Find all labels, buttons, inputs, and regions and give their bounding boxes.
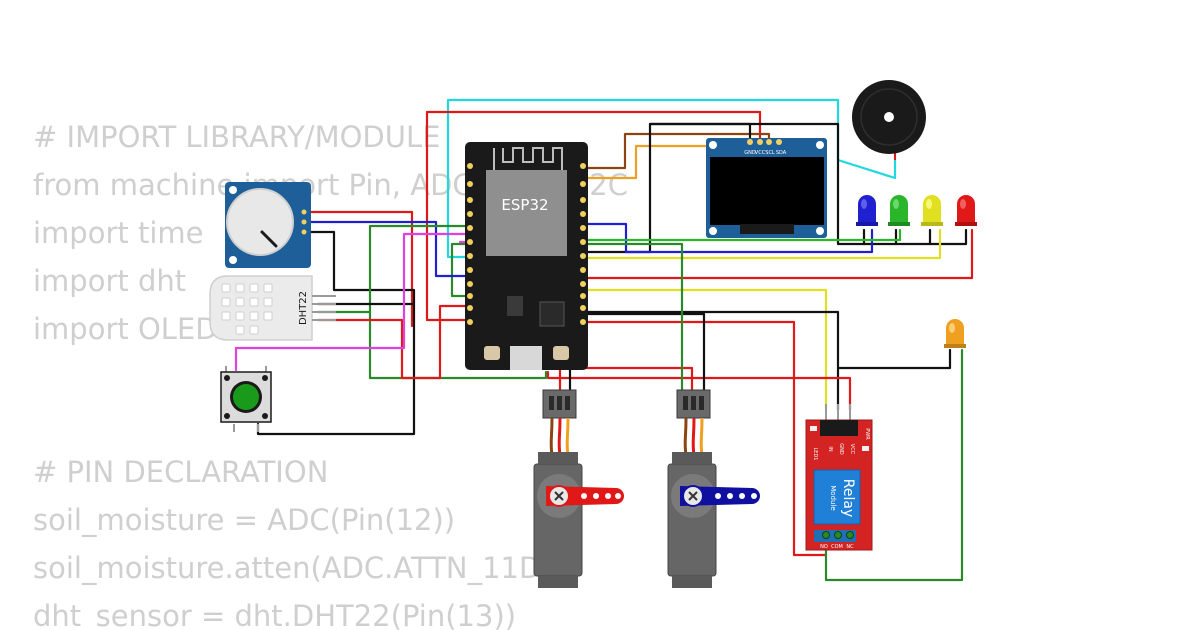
wire-magenta-button[interactable] (234, 232, 472, 372)
oled-pin-label: SCL (765, 150, 775, 156)
wire-black-led-gnd[interactable] (648, 122, 968, 246)
wire-green-dht[interactable] (316, 224, 472, 314)
wire-brown-scl[interactable] (581, 132, 771, 170)
code-line: dht_sensor = dht.DHT22(Pin(13)) (33, 599, 517, 630)
wire-black-amber-led[interactable] (836, 348, 952, 370)
wire-green-dht-loop (368, 310, 548, 380)
oled-display: GND VCC SCL SDA (706, 138, 827, 238)
wire-green-servo2[interactable] (450, 242, 684, 392)
oled-pin-label: GND (744, 150, 756, 156)
relay-pin-label: IN (827, 446, 833, 451)
dht22-label: DHT22 (298, 291, 309, 325)
led-red (955, 195, 977, 226)
led-amber (944, 319, 966, 348)
relay-subtitle: Module (829, 485, 837, 510)
wire-cyan[interactable] (446, 98, 897, 259)
wire-black-led-gnd-taps (862, 228, 932, 246)
relay-led-label: LED1 (812, 448, 818, 461)
code-line: # IMPORT LIBRARY/MODULE (33, 120, 441, 154)
dht22-sensor[interactable]: DHT22 (209, 275, 336, 341)
wire-black-pot-gnd[interactable] (256, 230, 416, 436)
code-line: soil_moisture = ADC(Pin(12)) (33, 503, 456, 537)
wire-blue-pot-sig[interactable] (302, 220, 472, 278)
esp32-usb-port (510, 346, 542, 370)
code-line: soil_moisture.atten(ADC.ATTN_11DB) (33, 551, 573, 585)
servo-motor-1 (533, 389, 624, 588)
wire-red-top[interactable] (425, 110, 762, 322)
relay-module: IN GND VCC LED1 PWR Relay Module NO COM … (805, 404, 873, 551)
esp32-regulator (507, 296, 523, 316)
led-yellow (921, 195, 943, 226)
relay-title: Relay (840, 479, 856, 517)
oled-pin-label: SDA (776, 150, 787, 156)
buzzer (852, 80, 926, 160)
potentiometer[interactable] (225, 182, 311, 268)
wire-yellow-relay-in[interactable] (581, 288, 828, 412)
esp32-pins-right (580, 163, 586, 325)
code-line: # PIN DECLARATION (33, 455, 329, 489)
esp32-reset-button[interactable] (553, 346, 569, 360)
esp32-board[interactable]: ESP32 (465, 142, 588, 370)
pushbutton-cap[interactable] (233, 384, 259, 410)
wire-green-led-short[interactable] (581, 228, 902, 242)
wire-red-relay-terminal[interactable] (581, 320, 828, 557)
code-block-pin-declaration: # PIN DECLARATION soil_moisture = ADC(Pi… (33, 448, 573, 630)
relay-pin-label: GND (838, 443, 844, 455)
esp32-pins-left (467, 163, 473, 325)
relay-terminal-label: NO (820, 544, 828, 550)
esp32-label: ESP32 (501, 196, 548, 214)
code-line: import dht (33, 264, 187, 298)
wire-red-servo-power[interactable] (558, 366, 694, 392)
esp32-chip (539, 301, 565, 327)
wire-green-relay-led[interactable] (824, 348, 964, 582)
wires (234, 98, 974, 582)
oled-screen (710, 157, 824, 225)
led-green (888, 195, 910, 226)
code-line: import OLED (33, 312, 218, 346)
code-block-imports: # IMPORT LIBRARY/MODULE from machine imp… (33, 113, 628, 353)
potentiometer-knob[interactable] (260, 230, 278, 248)
wire-blue-led[interactable] (581, 222, 874, 254)
wire-red-pot-vcc[interactable] (302, 210, 414, 328)
relay-terminal-label: COM (831, 544, 843, 550)
pushbutton[interactable] (220, 366, 272, 432)
wire-red-led[interactable] (581, 228, 974, 280)
wire-red-dht-vcc[interactable] (316, 304, 472, 380)
oled-pin-label: VCC (755, 150, 766, 156)
esp32-boot-button[interactable] (484, 346, 500, 360)
wire-red-relay-vcc[interactable] (546, 370, 852, 412)
led-blue (856, 195, 878, 226)
relay-terminal-label: NC (846, 544, 854, 550)
wire-yellow-led[interactable] (581, 228, 942, 260)
servo-motor-2 (667, 389, 760, 588)
relay-power-label: PWR (864, 428, 870, 440)
relay-pin-label: VCC (849, 444, 855, 455)
code-line: import time (33, 216, 204, 250)
